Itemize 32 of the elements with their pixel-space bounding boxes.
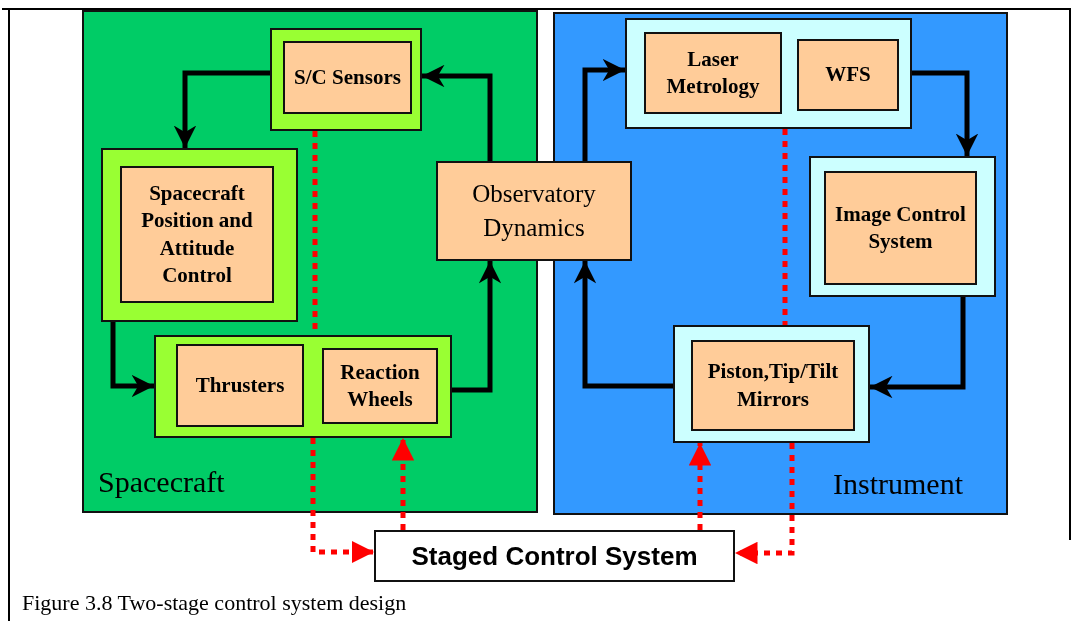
arrow xyxy=(573,261,673,389)
arrow xyxy=(173,70,270,148)
figure-caption: Figure 3.8 Two-stage control system design xyxy=(22,590,407,616)
arrow xyxy=(310,438,374,564)
arrow xyxy=(870,297,966,399)
arrow xyxy=(391,438,415,530)
arrow xyxy=(735,443,795,565)
arrow xyxy=(110,322,154,398)
process-box: Spacecraft Position and Attitude Control xyxy=(120,166,274,303)
process-box: S/C Sensors xyxy=(283,41,412,114)
panel-label: Spacecraft xyxy=(98,465,225,499)
process-box: Reaction Wheels xyxy=(322,348,438,424)
group-box xyxy=(673,325,870,443)
process-box: Image Control System xyxy=(824,171,977,285)
group-box xyxy=(270,28,422,131)
arrow xyxy=(688,443,712,530)
group-box xyxy=(154,335,452,438)
arrow xyxy=(582,58,625,161)
process-box: Laser Metrology xyxy=(644,32,782,114)
process-box: Piston,Tip/Tilt Mirrors xyxy=(691,340,855,431)
group-box xyxy=(101,148,298,322)
process-box: WFS xyxy=(797,39,899,111)
process-box: Thrusters xyxy=(176,344,304,427)
group-box xyxy=(809,156,996,297)
arrow xyxy=(452,261,502,393)
process-box: Observatory Dynamics xyxy=(436,161,632,261)
panel-label: Instrument xyxy=(833,467,963,501)
arrow xyxy=(422,64,493,161)
connector-line xyxy=(782,129,788,325)
control-system-box: Staged Control System xyxy=(374,530,735,582)
group-box xyxy=(625,18,912,129)
arrow xyxy=(912,70,979,156)
